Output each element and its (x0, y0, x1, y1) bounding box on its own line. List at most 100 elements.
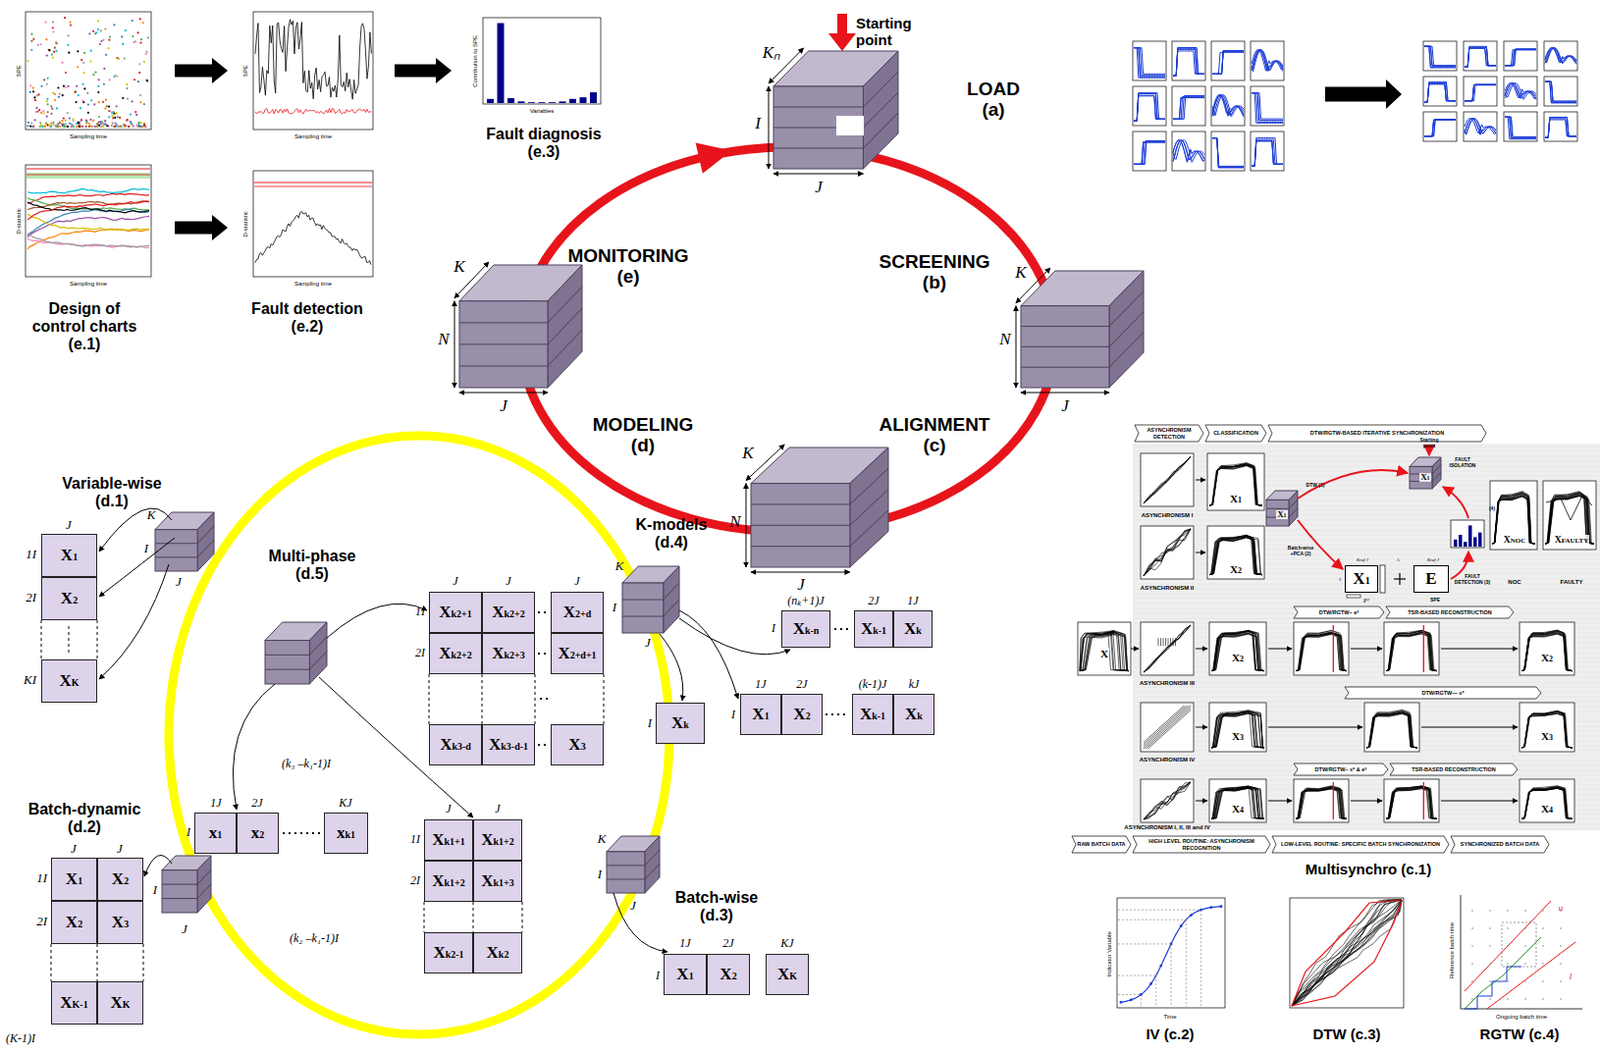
figure-path (1545, 117, 1577, 138)
figure-path (1545, 81, 1577, 103)
matrix-ellipsis (282, 832, 320, 835)
figure-path (1366, 710, 1418, 748)
figure-path (1143, 782, 1191, 820)
scatter-dot (91, 125, 94, 128)
figure-path (1501, 922, 1537, 967)
scatter-dot (89, 59, 92, 62)
scatter-dot (26, 59, 29, 62)
matrix-ellipsis (68, 626, 70, 654)
scatter-dot (107, 115, 110, 118)
figure-path (1211, 786, 1265, 819)
scatter-dot (72, 125, 75, 128)
grid-dot (1489, 998, 1492, 1001)
scatter-dot (30, 40, 33, 43)
matrix-ellipsis (41, 620, 43, 660)
figure-label: Sampling time (294, 133, 332, 141)
step-text: DTW/RGTW– eˢ (1314, 609, 1365, 616)
matrix-block: Xk-n (781, 610, 831, 648)
figure-path (1143, 625, 1191, 673)
scatter-dot (106, 105, 108, 107)
grid-dot (1489, 927, 1492, 930)
scatter-dot (93, 103, 96, 106)
step-text: LOW-LEVEL ROUTINE: SPECIFIC BATCH SYNCHR… (1276, 841, 1445, 848)
scatter-dot (139, 41, 142, 44)
flow-arrow (1440, 648, 1518, 650)
stage-title: K-models (d.4) (626, 516, 717, 552)
scatter-dot (116, 115, 119, 118)
scatter-dot (75, 85, 78, 88)
scatter-dot (70, 124, 73, 127)
flow-arrow (1195, 480, 1206, 481)
figure-path (1143, 782, 1191, 820)
scatter-dot (131, 19, 134, 22)
figure-path (1291, 900, 1402, 1007)
scatter-dot (85, 120, 88, 123)
contribution-bar (559, 101, 567, 104)
scatter-dot (50, 123, 53, 126)
figure-path (1118, 975, 1157, 977)
figure-path (1160, 638, 1162, 646)
scatter-dot (129, 112, 132, 115)
figure-line (750, 525, 851, 527)
matrix-symbol: XK (109, 993, 130, 1014)
matrix-ellipsis (97, 944, 99, 982)
figure-path (1366, 710, 1418, 748)
figure-path (1174, 638, 1176, 646)
panel-ground (1132, 443, 1600, 831)
figure-path (1521, 786, 1573, 820)
figure-path (1133, 141, 1166, 165)
figure-line (862, 92, 899, 128)
loading-matrix (1380, 565, 1386, 593)
plot-frame (1503, 111, 1538, 142)
scatter-dot (91, 125, 94, 128)
figure-path (1143, 456, 1191, 504)
matrix-symbol: X2 (1228, 563, 1243, 577)
figure-path (1423, 625, 1425, 673)
figure-path (1295, 786, 1347, 819)
figure-path (1132, 466, 1600, 468)
figure-path (1143, 782, 1191, 820)
plot-frame (1384, 622, 1440, 676)
figure-path (1173, 48, 1205, 77)
plot-frame (1211, 131, 1245, 171)
stage-title: Batch-dynamic (d.2) (10, 800, 159, 837)
figure-path (1079, 632, 1129, 672)
figure-path (1143, 456, 1191, 504)
scatter-dot (66, 34, 69, 37)
scatter-dot (39, 121, 42, 124)
scatter-dot (78, 125, 81, 128)
matrix-symbol: X1 (1276, 510, 1287, 520)
figure-path (1521, 711, 1573, 748)
axis-letter: (nₖ+1)J (787, 594, 824, 608)
axis-letter: J (505, 575, 511, 588)
figure-rect (750, 483, 851, 568)
step-chevron: SYNCHRONIZED BATCH DATA (1450, 836, 1549, 854)
scatter-dot (32, 86, 35, 89)
scatter-dot (143, 122, 146, 125)
matrix-ellipsis (537, 652, 548, 655)
axis-letter: 2J (251, 797, 263, 810)
contribution-bar (518, 101, 526, 104)
figure-path (1386, 631, 1438, 672)
figure-path (1143, 456, 1191, 504)
scatter-dot (63, 16, 66, 19)
stage-title: LOAD (a) (958, 78, 1029, 121)
scatter-dot (32, 38, 35, 41)
step-text: RAW BATCH DATA (1071, 841, 1130, 848)
figure-line (622, 616, 664, 618)
grid-dot (1506, 998, 1509, 1001)
figure-path (1521, 787, 1573, 819)
grid-dot (1542, 927, 1545, 930)
scatter-dot (143, 103, 146, 106)
scatter-dot (120, 125, 123, 128)
axis-letter: I (1338, 577, 1341, 584)
scatter-dot (51, 107, 54, 110)
figure-path (1295, 633, 1347, 671)
figure-label: Sampling time (69, 133, 107, 141)
scatter-dot (48, 49, 51, 52)
figure-label: ASYNCHRONISM I, II, III and IV (1123, 824, 1210, 832)
figure-path (1366, 711, 1418, 748)
step-text: DTW/RGTW– s* & eˢ (1310, 766, 1373, 773)
figure-path (1291, 900, 1402, 1007)
scatter-dot (132, 124, 135, 127)
